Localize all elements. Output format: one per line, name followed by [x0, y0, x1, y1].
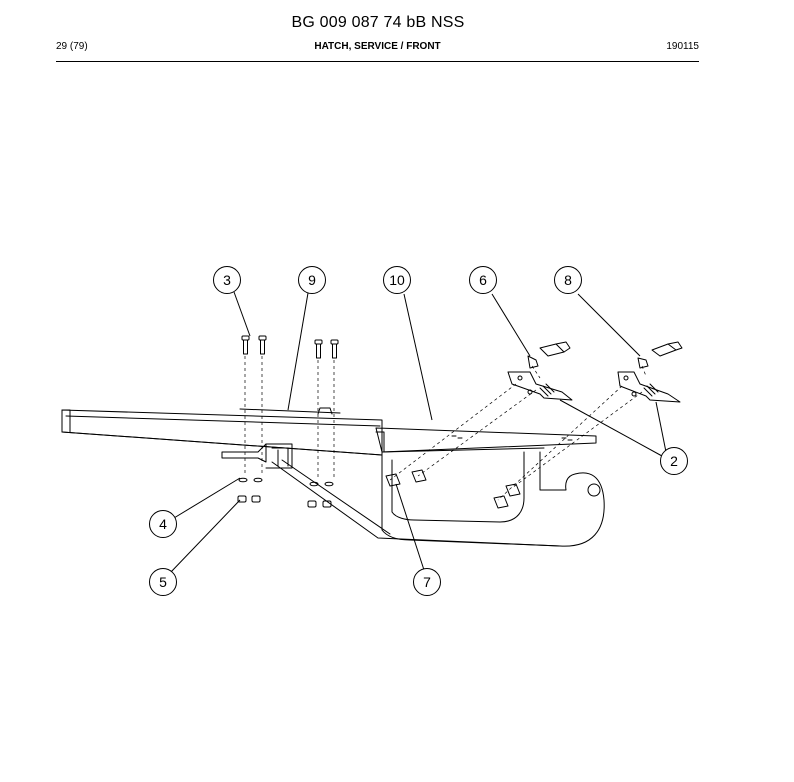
callout-7: 7	[413, 568, 441, 596]
callout-5-label: 5	[159, 574, 167, 590]
callout-8: 8	[554, 266, 582, 294]
callout-4-label: 4	[159, 516, 167, 532]
washers-left	[237, 477, 263, 503]
hatch-cover	[375, 427, 597, 453]
page-number: 29 (79)	[56, 41, 88, 52]
header-row: 29 (79) HATCH, SERVICE / FRONT 190115	[56, 41, 699, 55]
screws-part-8	[637, 341, 683, 369]
callout-9-label: 9	[308, 272, 316, 288]
callout-2-label: 2	[670, 453, 678, 469]
latch-bracket	[221, 443, 293, 469]
side-bracket	[381, 451, 605, 547]
bolt-pair-left	[241, 335, 267, 355]
callout-3: 3	[213, 266, 241, 294]
callout-6: 6	[469, 266, 497, 294]
nuts-part-7	[385, 435, 573, 509]
hinge-right	[617, 371, 681, 403]
date-code: 190115	[666, 41, 699, 52]
callout-6-label: 6	[479, 272, 487, 288]
callout-5: 5	[149, 568, 177, 596]
handle-bump	[317, 407, 333, 415]
assembly-lines	[244, 356, 647, 501]
header-rule	[56, 61, 699, 62]
callout-3-label: 3	[223, 272, 231, 288]
washers-right	[307, 481, 334, 508]
callout-10: 10	[383, 266, 411, 294]
callout-4: 4	[149, 510, 177, 538]
callout-7-label: 7	[423, 574, 431, 590]
screws-part-6	[527, 341, 571, 369]
callout-10-label: 10	[389, 272, 405, 288]
hinge-left	[507, 371, 573, 401]
callout-9: 9	[298, 266, 326, 294]
bolt-pair-right	[314, 339, 339, 359]
section-title: HATCH, SERVICE / FRONT	[314, 41, 441, 52]
callout-8-label: 8	[564, 272, 572, 288]
leader-lines	[169, 291, 667, 574]
callout-2: 2	[660, 447, 688, 475]
document-code: BG 009 087 74 bB NSS	[291, 14, 465, 31]
guide-rail	[271, 459, 561, 547]
